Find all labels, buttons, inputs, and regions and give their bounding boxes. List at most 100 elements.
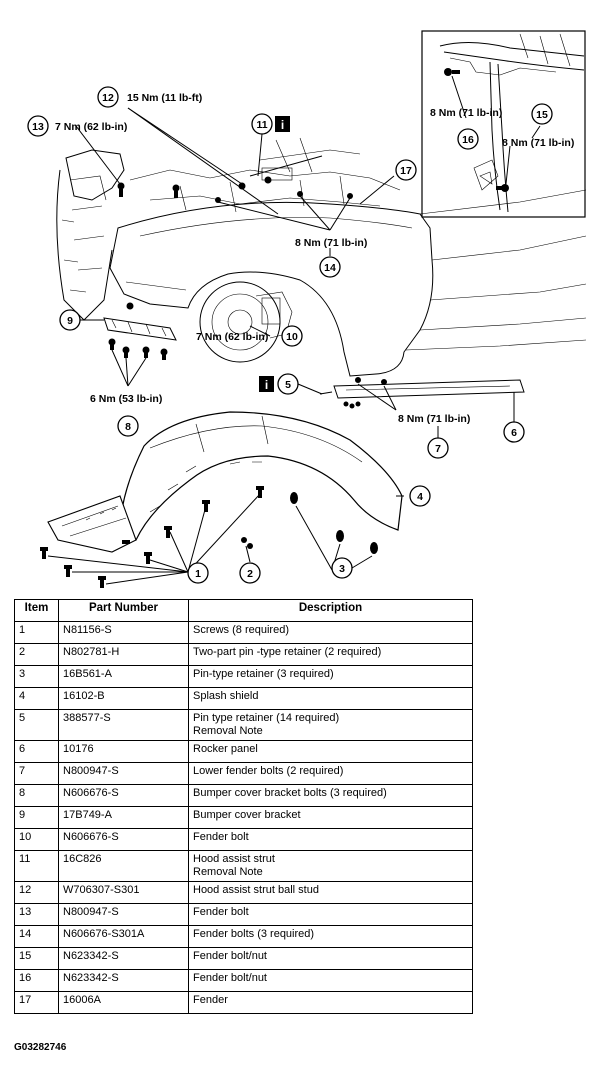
callout-circle-2: [239, 562, 261, 584]
cell-part-number: N802781-H: [58, 643, 189, 666]
torque-label-10: 7 Nm (62 lb-in): [196, 331, 268, 343]
cell-description: Pin type retainer (14 required)Removal N…: [188, 709, 473, 741]
cell-part-number: N81156-S: [58, 621, 189, 644]
callout-circle-6: [503, 421, 525, 443]
cell-part-number: N623342-S: [58, 947, 189, 970]
callout-12: 12: [102, 92, 114, 104]
callout-11: 11: [256, 119, 267, 131]
cell-description: Splash shield: [188, 687, 473, 710]
cell-part-number: 16C826: [58, 850, 189, 882]
cell-item: 8: [14, 784, 59, 807]
cell-description: Rocker panel: [188, 740, 473, 763]
cell-part-number: N606676-S: [58, 784, 189, 807]
info-icon-5: [259, 376, 274, 392]
inset-detail-view: [421, 30, 586, 218]
cell-item: 3: [14, 665, 59, 688]
callout-4: 4: [417, 491, 423, 503]
callout-circle-11: [251, 113, 273, 135]
callout-3: 3: [339, 563, 345, 575]
callout-circle-4: [409, 485, 431, 507]
cell-description: Pin-type retainer (3 required): [188, 665, 473, 688]
description-text: Fender bolt/nut: [193, 972, 267, 984]
torque-label-7: 8 Nm (71 lb-in): [398, 413, 470, 425]
callout-17: 17: [400, 165, 412, 177]
description-text: Screws (8 required): [193, 624, 289, 636]
callout-5: 5: [285, 379, 291, 391]
cell-part-number: 16102-B: [58, 687, 189, 710]
leader-lines: [75, 107, 515, 422]
description-text: Hood assist strut: [193, 853, 275, 865]
cell-description: Lower fender bolts (2 required): [188, 762, 473, 785]
splash-shield-illustration: [47, 411, 403, 553]
callout-circle-1: [187, 562, 209, 584]
description-text: Fender bolts (3 required): [193, 928, 315, 940]
cell-part-number: 16006A: [58, 991, 189, 1014]
cell-description: Fender bolt/nut: [188, 969, 473, 992]
cell-item: 17: [14, 991, 59, 1014]
vehicle-front-illustration: [56, 137, 587, 399]
cell-item: 4: [14, 687, 59, 710]
shield-fastener-markers: [40, 486, 378, 588]
torque-label-16: 8 Nm (71 lb-in): [430, 107, 502, 119]
callout-6: 6: [511, 427, 517, 439]
cell-item: 1: [14, 621, 59, 644]
callout-circle-8: [117, 415, 139, 437]
cell-description: Fender bolt: [188, 828, 473, 851]
cell-description: Hood assist strut ball stud: [188, 881, 473, 904]
cell-description: Fender: [188, 991, 473, 1014]
cell-part-number: 17B749-A: [58, 806, 189, 829]
description-text: Fender: [193, 994, 228, 1006]
callout-circle-16: [457, 128, 479, 150]
cell-part-number: N606676-S301A: [58, 925, 189, 948]
callout-circle-9: [59, 309, 81, 331]
removal-note-link[interactable]: Removal Note: [193, 725, 263, 737]
info-icon-5-glyph: i: [265, 378, 268, 392]
fastener-markers: [108, 176, 387, 409]
cell-part-number: 388577-S: [58, 709, 189, 741]
cell-item: 16: [14, 969, 59, 992]
cell-part-number: W706307-S301: [58, 881, 189, 904]
description-text: Splash shield: [193, 690, 259, 702]
callout-10: 10: [286, 331, 298, 343]
callout-circle-15: [531, 103, 553, 125]
header-item: Item: [14, 599, 59, 622]
cell-description: Fender bolts (3 required): [188, 925, 473, 948]
cell-description: Bumper cover bracket: [188, 806, 473, 829]
header-description: Description: [188, 599, 473, 622]
callout-2: 2: [247, 568, 253, 580]
cell-item: 10: [14, 828, 59, 851]
parts-table-header: Item Part Number Description: [14, 599, 473, 622]
cell-part-number: N606676-S: [58, 828, 189, 851]
callout-8: 8: [125, 421, 131, 433]
header-part-number: Part Number: [58, 599, 189, 622]
cell-item: 6: [14, 740, 59, 763]
removal-note-link[interactable]: Removal Note: [193, 866, 263, 878]
cell-part-number: N800947-S: [58, 762, 189, 785]
cell-item: 13: [14, 903, 59, 926]
cell-description: Bumper cover bracket bolts (3 required): [188, 784, 473, 807]
callout-13: 13: [32, 121, 44, 133]
cell-item: 12: [14, 881, 59, 904]
callout-circle-5: [277, 373, 299, 395]
torque-label-15: 8 Nm (71 lb-in): [502, 137, 574, 149]
info-icon-11-glyph: i: [281, 118, 284, 132]
description-text: Pin type retainer (14 required): [193, 712, 340, 724]
description-text: Fender bolt: [193, 906, 249, 918]
callout-circle-3: [331, 557, 353, 579]
callout-9: 9: [67, 315, 73, 327]
